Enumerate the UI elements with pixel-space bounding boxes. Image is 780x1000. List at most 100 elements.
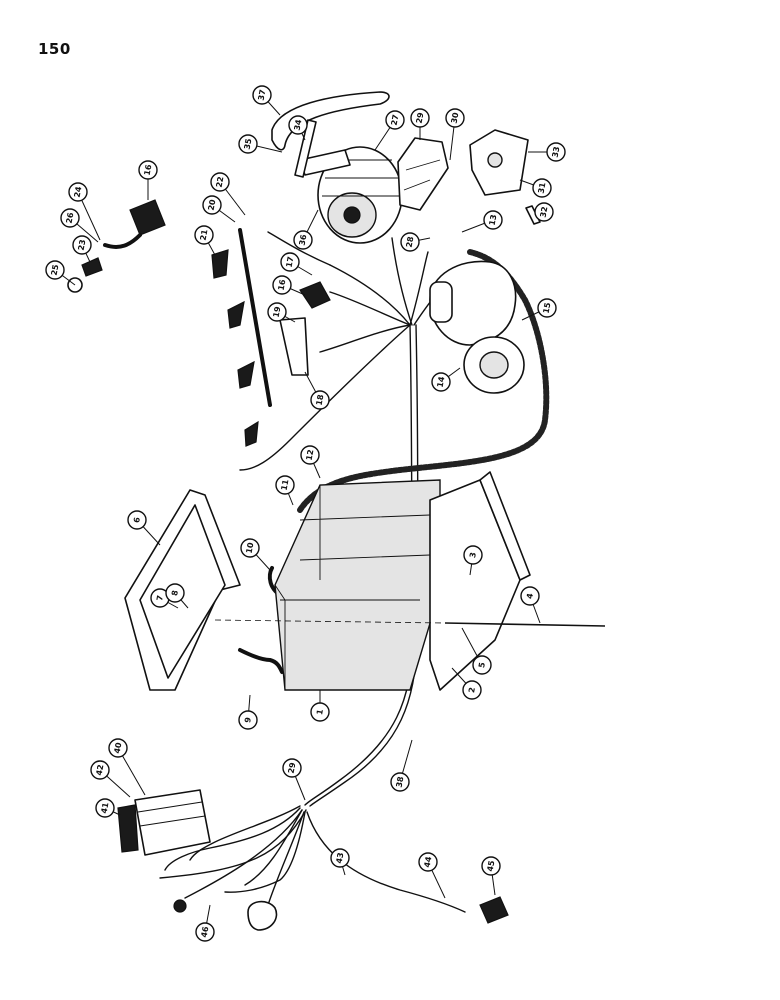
callout-number: 3 bbox=[468, 551, 478, 558]
callout-19: 19 bbox=[267, 302, 296, 323]
callout-circle bbox=[418, 852, 438, 872]
callout-number: 11 bbox=[280, 478, 291, 491]
mounting-bolt bbox=[525, 205, 541, 225]
callout-number: 23 bbox=[77, 239, 88, 252]
callout-7: 7 bbox=[150, 588, 179, 609]
callout-circle bbox=[240, 538, 260, 558]
callout-circle bbox=[202, 195, 222, 215]
callout-circle bbox=[72, 235, 92, 255]
callout-44: 44 bbox=[418, 852, 446, 899]
callout-3: 3 bbox=[463, 545, 483, 576]
callout-number: 34 bbox=[293, 118, 304, 131]
callout-4: 4 bbox=[520, 586, 541, 624]
callout-circle bbox=[310, 390, 330, 410]
callout-circle bbox=[483, 210, 503, 230]
callout-31: 31 bbox=[519, 178, 552, 198]
callout-22: 22 bbox=[210, 172, 246, 216]
callout-46: 46 bbox=[195, 904, 215, 942]
callout-circle bbox=[520, 586, 540, 606]
callout-circle bbox=[385, 110, 405, 130]
callout-number: 28 bbox=[405, 235, 416, 248]
callout-number: 25 bbox=[50, 263, 61, 276]
callout-16: 16 bbox=[138, 160, 158, 200]
callout-circle bbox=[165, 583, 185, 603]
callout-number: 35 bbox=[243, 137, 254, 150]
callout-circle bbox=[330, 848, 350, 868]
callout-layer: 1234567891011121314151616171819202122232… bbox=[45, 85, 566, 942]
callout-25: 25 bbox=[45, 260, 76, 286]
callout-16: 16 bbox=[272, 275, 306, 296]
callout-circle bbox=[282, 758, 302, 778]
callout-30: 30 bbox=[445, 108, 465, 161]
callout-17: 17 bbox=[280, 252, 313, 276]
callout-circle bbox=[534, 202, 554, 222]
callout-number: 27 bbox=[390, 114, 401, 127]
callout-circle bbox=[288, 115, 308, 135]
callout-29: 29 bbox=[410, 108, 430, 140]
callout-45: 45 bbox=[481, 856, 501, 896]
callout-circle bbox=[462, 680, 482, 700]
callout-circle bbox=[410, 108, 430, 128]
callout-circle bbox=[238, 710, 258, 730]
callout-circle bbox=[108, 738, 128, 758]
callout-34: 34 bbox=[288, 115, 308, 141]
callout-41: 41 bbox=[95, 798, 121, 818]
callout-number: 12 bbox=[305, 449, 316, 462]
callout-number: 1 bbox=[315, 708, 325, 715]
callout-circle bbox=[194, 225, 214, 245]
callout-number: 30 bbox=[450, 111, 461, 124]
callout-number: 24 bbox=[73, 185, 84, 198]
callout-number: 40 bbox=[113, 741, 124, 754]
battery-hold-down bbox=[429, 471, 531, 691]
callout-18: 18 bbox=[304, 371, 330, 410]
callout-circle bbox=[195, 922, 215, 942]
callout-circle bbox=[45, 260, 65, 280]
callout-8: 8 bbox=[165, 583, 189, 609]
callout-circle bbox=[537, 298, 557, 318]
callout-15: 15 bbox=[521, 298, 557, 321]
callout-number: 17 bbox=[285, 256, 296, 269]
callout-27: 27 bbox=[374, 110, 405, 151]
callout-number: 45 bbox=[486, 859, 497, 872]
callout-26: 26 bbox=[60, 208, 99, 243]
callout-number: 43 bbox=[335, 852, 346, 865]
callout-number: 31 bbox=[537, 181, 548, 194]
callout-23: 23 bbox=[72, 235, 92, 263]
callout-circle bbox=[431, 372, 451, 392]
callout-21: 21 bbox=[194, 225, 216, 256]
callout-number: 2 bbox=[467, 686, 477, 693]
callout-number: 4 bbox=[525, 592, 535, 599]
oil-pressure-switch bbox=[479, 896, 509, 924]
callout-circle bbox=[293, 230, 313, 250]
callout-circle bbox=[267, 302, 287, 322]
callout-number: 36 bbox=[298, 233, 309, 246]
callout-number: 29 bbox=[287, 761, 298, 774]
ignition-switch bbox=[173, 899, 278, 931]
callout-circle bbox=[95, 798, 115, 818]
callout-number: 13 bbox=[488, 214, 499, 227]
callout-number: 20 bbox=[207, 198, 218, 211]
callout-number: 7 bbox=[155, 594, 165, 601]
callout-number: 42 bbox=[95, 764, 106, 777]
callout-20: 20 bbox=[202, 195, 236, 223]
callout-40: 40 bbox=[108, 738, 146, 796]
callout-circle bbox=[310, 702, 330, 722]
callout-number: 9 bbox=[243, 716, 253, 723]
battery bbox=[274, 479, 441, 691]
fan-belt bbox=[271, 91, 390, 151]
callout-circle bbox=[127, 510, 147, 530]
callout-circle bbox=[532, 178, 552, 198]
callout-32: 32 bbox=[534, 202, 554, 222]
light-assembly bbox=[103, 199, 166, 249]
callout-number: 38 bbox=[395, 775, 406, 788]
callout-circle bbox=[252, 85, 272, 105]
hold-down-rod bbox=[444, 622, 606, 627]
callout-circle bbox=[400, 232, 420, 252]
callout-number: 46 bbox=[200, 925, 211, 938]
callout-43: 43 bbox=[330, 848, 350, 876]
callout-number: 14 bbox=[436, 375, 447, 388]
callout-42: 42 bbox=[90, 760, 131, 798]
callout-circle bbox=[445, 108, 465, 128]
callout-number: 44 bbox=[423, 855, 434, 868]
